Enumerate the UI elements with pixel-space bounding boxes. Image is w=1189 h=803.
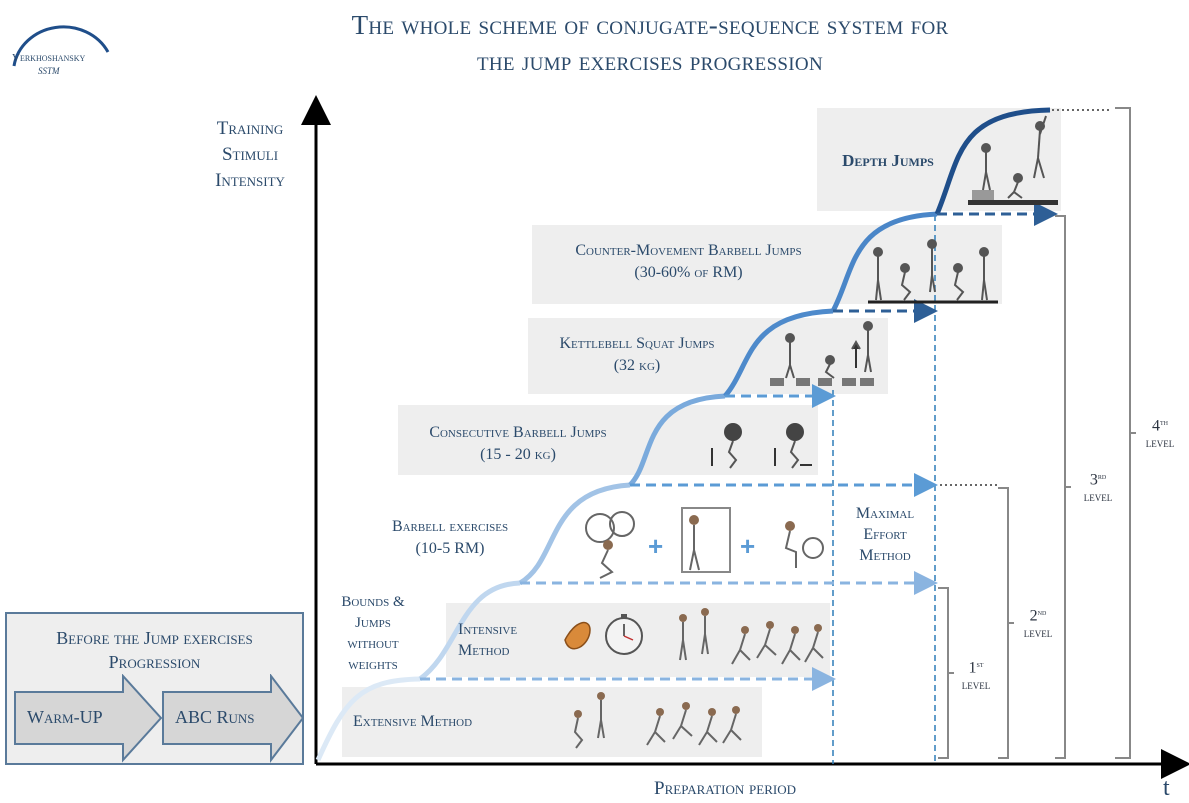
- title-line-2: the jump exercises progression: [477, 46, 823, 76]
- depth-jumps-figures: [968, 115, 1058, 205]
- stage-curve-3: [518, 482, 631, 586]
- intensive-method-label: Intensive Method: [458, 621, 518, 659]
- level-label-4: 4th level: [1145, 417, 1175, 451]
- bracket-level-2: [998, 487, 1009, 759]
- stage-curve-5: [723, 308, 834, 398]
- logo-arc-icon: [12, 25, 110, 67]
- logo-sub: SSTM: [38, 66, 60, 76]
- level-label-1: 1st level: [961, 659, 991, 693]
- extensive-method-label: Extensive Method: [353, 713, 473, 730]
- panel-consecutive: [398, 405, 818, 475]
- panel-depth-jumps: [817, 108, 1061, 211]
- belt-icon: [564, 621, 591, 650]
- abc-runs-arrow-icon: [162, 674, 303, 763]
- stage-label-kettlebell: Kettlebell Squat Jumps (32 kg): [559, 335, 715, 374]
- stage-curve-4: [628, 393, 726, 487]
- panel-counter-movement: [532, 225, 1002, 304]
- abc-runs-label: ABC Runs: [175, 707, 255, 727]
- stage-label-depth-jumps: Depth Jumps: [842, 151, 934, 170]
- step-arrows: [14, 674, 303, 763]
- level-label-3: 3rd level: [1083, 471, 1113, 505]
- plus-sign-1: +: [648, 531, 664, 561]
- stage-curve-7: [934, 107, 1051, 215]
- before-box-title: Before the Jump exercises Progression: [56, 628, 253, 672]
- barbell-exercise-figures: [585, 507, 824, 579]
- bracket-level-4: [1115, 107, 1131, 759]
- stage-label-bounds: Bounds & Jumps without weights: [341, 594, 405, 673]
- plus-sign-2: +: [740, 531, 756, 561]
- x-axis-label: Preparation period: [654, 778, 796, 799]
- intensive-figures: [679, 608, 824, 665]
- warm-up-label: Warm-UP: [27, 707, 103, 727]
- warm-up-arrow-icon: [14, 674, 163, 763]
- time-axis-label: t: [1163, 775, 1170, 801]
- maximal-effort-method-label: Maximal Effort Method: [855, 505, 915, 564]
- before-jump-exercises-box: Before the Jump exercises Progression Wa…: [5, 612, 304, 765]
- kettlebell-figures: [770, 321, 874, 386]
- stage-curve-2: [418, 580, 521, 682]
- stage-label-counter-movement: Counter-Movement Barbell Jumps (30-60% o…: [575, 242, 802, 281]
- consecutive-figures: [711, 423, 812, 469]
- bracket-level-3: [1055, 215, 1066, 759]
- panel-extensive: [342, 687, 762, 757]
- stage-curve-1: [315, 676, 421, 762]
- stage-label-consecutive: Consecutive Barbell Jumps (15 - 20 kg): [429, 424, 607, 463]
- counter-movement-figures: [868, 239, 998, 304]
- stage-label-barbell-exercises: Barbell exercises (10-5 RM): [391, 518, 509, 557]
- intensive-icons: [564, 614, 643, 655]
- extensive-figures: [573, 692, 742, 749]
- logo-name: Verkhoshansky: [12, 52, 86, 64]
- y-axis-label: Training Stimuli Intensity: [215, 118, 285, 191]
- stage-curve-6: [830, 211, 938, 313]
- bracket-level-1: [938, 587, 949, 759]
- level-label-2: 2nd level: [1023, 607, 1053, 641]
- title-line-1: The whole scheme of conjugate-sequence s…: [351, 10, 949, 40]
